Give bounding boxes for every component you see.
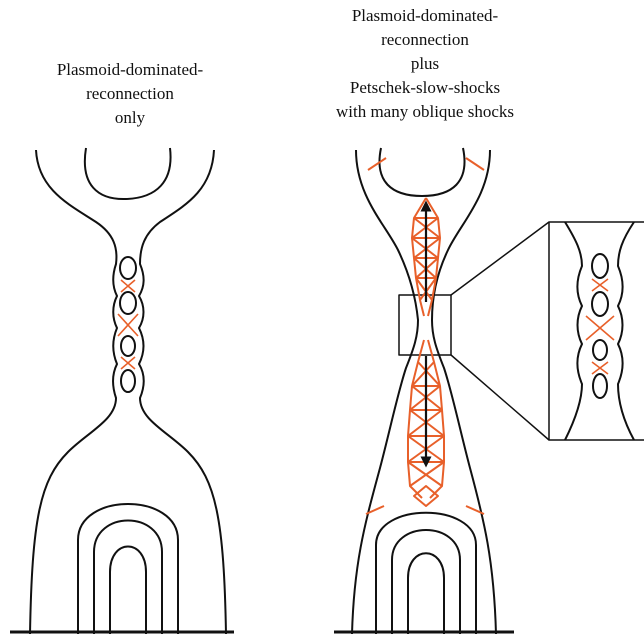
plasmoid	[120, 257, 136, 279]
zoom-connector	[451, 355, 549, 440]
upper-field-line	[85, 148, 171, 199]
plasmoid	[121, 370, 135, 392]
plasmoid	[593, 340, 607, 360]
inner-loop	[110, 547, 146, 634]
plasmoid	[592, 254, 608, 278]
right-outer-field-line	[139, 150, 226, 634]
inner-loop	[408, 553, 444, 634]
x-point	[592, 279, 608, 291]
zoom-box	[399, 295, 451, 355]
middle-loop	[94, 521, 162, 634]
x-point	[118, 314, 138, 336]
slow-shock-tick	[466, 158, 484, 170]
plasmoid	[121, 336, 135, 356]
plasmoid	[120, 292, 136, 314]
x-point	[121, 357, 135, 369]
x-point	[121, 280, 135, 292]
middle-loop	[392, 530, 460, 634]
left-outer-field-line	[352, 150, 418, 634]
zoom-connector	[451, 222, 549, 295]
plasmoid	[592, 292, 608, 316]
upper-field-line	[379, 148, 464, 196]
left-outer-field-line	[30, 150, 117, 634]
right-panel	[334, 148, 644, 634]
slow-shock-tick	[368, 158, 386, 170]
inset-right-field-line	[618, 222, 634, 440]
x-point	[592, 362, 608, 374]
inset-left-field-line	[565, 222, 582, 440]
right-outer-field-line	[432, 150, 496, 634]
x-point	[586, 316, 614, 340]
plasmoid	[593, 374, 607, 398]
shock-diamond	[414, 486, 438, 506]
left-panel	[10, 148, 234, 634]
